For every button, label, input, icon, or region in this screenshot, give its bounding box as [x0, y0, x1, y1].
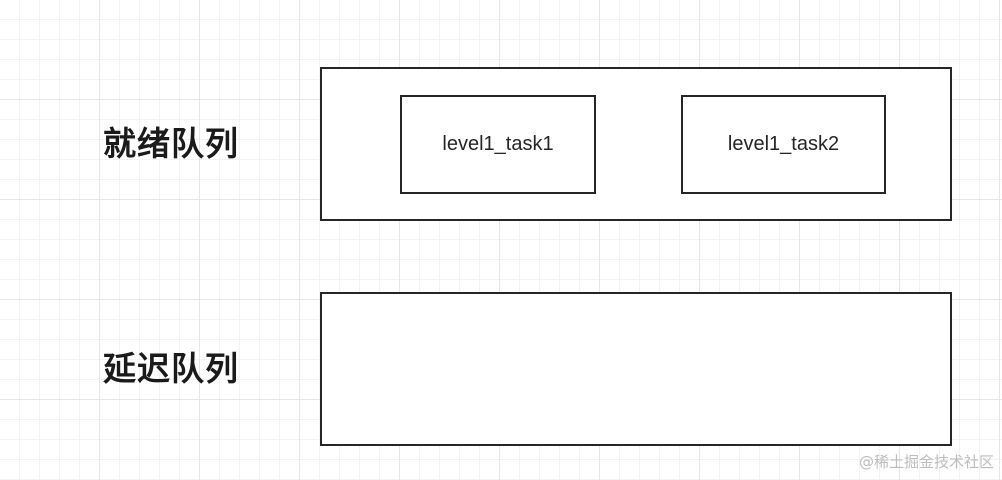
- delay-queue-box: [320, 292, 952, 446]
- task-level1-task1: level1_task1: [400, 95, 596, 194]
- watermark: @稀土掘金技术社区: [858, 453, 994, 471]
- ready-queue-label: 就绪队列: [103, 124, 239, 163]
- delay-queue-label: 延迟队列: [103, 349, 239, 388]
- ready-queue-box: level1_task1 level1_task2: [320, 67, 952, 221]
- task-level1-task2: level1_task2: [681, 95, 886, 194]
